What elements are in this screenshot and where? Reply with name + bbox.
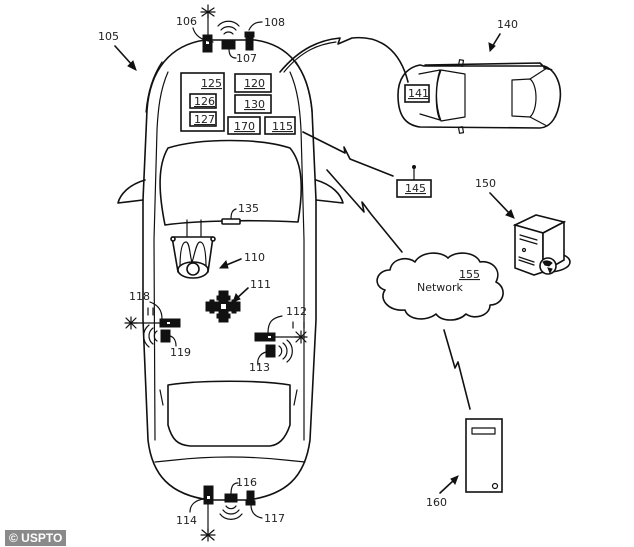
label-119: 119 — [170, 346, 191, 359]
label-125: 125 — [201, 77, 222, 90]
wireless-link-network — [326, 169, 403, 253]
laser-burst-icon — [294, 330, 308, 344]
sensor-116 — [224, 493, 238, 503]
right-sensors: 112 113 — [249, 305, 308, 374]
label-141: 141 — [408, 87, 429, 100]
wireless-signal-icon — [217, 20, 240, 35]
network-text: Network — [417, 281, 464, 294]
sensor-113 — [265, 344, 276, 358]
arrow-160 — [439, 475, 459, 494]
arrow-150 — [489, 192, 515, 219]
label-145: 145 — [405, 182, 426, 195]
box-127 — [189, 111, 217, 127]
label-108: 108 — [264, 16, 285, 29]
network-cloud-155: Network 155 — [376, 252, 504, 321]
arrow-105 — [114, 45, 137, 71]
label-160: 160 — [426, 496, 447, 509]
laser-burst-icon — [200, 4, 216, 19]
arrow-110 — [218, 258, 242, 269]
label-116: 116 — [236, 476, 257, 489]
rear-sensors: 114 116 117 — [176, 476, 285, 542]
sensor-108 — [245, 35, 254, 51]
label-127: 127 — [194, 113, 215, 126]
computer-160 — [465, 418, 503, 493]
label-120: 120 — [244, 77, 265, 90]
sensor-112 — [254, 332, 276, 342]
driver-seat-110 — [170, 219, 216, 279]
box-126 — [189, 93, 217, 109]
label-135: 135 — [238, 202, 259, 215]
label-126: 126 — [194, 95, 215, 108]
label-110: 110 — [244, 251, 265, 264]
wireless-signal-icon — [278, 339, 293, 363]
box-120 — [234, 73, 272, 93]
label-118: 118 — [129, 290, 150, 303]
wireless-link-145 — [302, 131, 394, 177]
label-112: 112 — [286, 305, 307, 318]
device-135 — [221, 218, 241, 225]
label-140: 140 — [497, 18, 518, 31]
wireless-signal-icon — [219, 505, 243, 520]
center-unit-111 — [205, 290, 241, 323]
label-105: 105 — [98, 30, 119, 43]
roadside-unit-145: 145 — [396, 165, 432, 198]
front-sensors: 106 107 108 — [176, 4, 285, 65]
label-150: 150 — [475, 177, 496, 190]
label-106: 106 — [176, 15, 197, 28]
label-111: 111 — [250, 278, 271, 291]
label-107: 107 — [236, 52, 257, 65]
sensor-114 — [203, 485, 214, 505]
label-115: 115 — [272, 120, 293, 133]
arrow-140 — [488, 33, 501, 53]
label-117: 117 — [264, 512, 285, 525]
label-170: 170 — [234, 120, 255, 133]
box-130 — [234, 94, 272, 114]
wireless-link-vehicle-140 — [279, 36, 409, 83]
wireless-link-160 — [443, 329, 471, 410]
vehicle-140: 141 — [397, 59, 562, 134]
arrow-111 — [232, 287, 249, 303]
front-module-boxes: 125 126 127 120 130 170 115 — [180, 72, 296, 135]
vehicle-105 — [117, 39, 344, 501]
label-113: 113 — [249, 361, 270, 374]
label-114: 114 — [176, 514, 197, 527]
box-170 — [227, 116, 261, 135]
uspto-credit: © USPTO — [5, 530, 67, 546]
label-155: 155 — [459, 268, 480, 281]
wireless-signal-icon — [143, 324, 158, 348]
left-sensors: 118 119 — [124, 290, 191, 359]
box-115 — [264, 116, 296, 135]
sensor-119 — [160, 329, 171, 343]
label-130: 130 — [244, 98, 265, 111]
laser-burst-icon — [124, 316, 138, 330]
sensor-107 — [221, 39, 236, 50]
device-141 — [404, 84, 430, 103]
server-150 — [512, 214, 571, 276]
laser-burst-icon — [200, 528, 216, 542]
